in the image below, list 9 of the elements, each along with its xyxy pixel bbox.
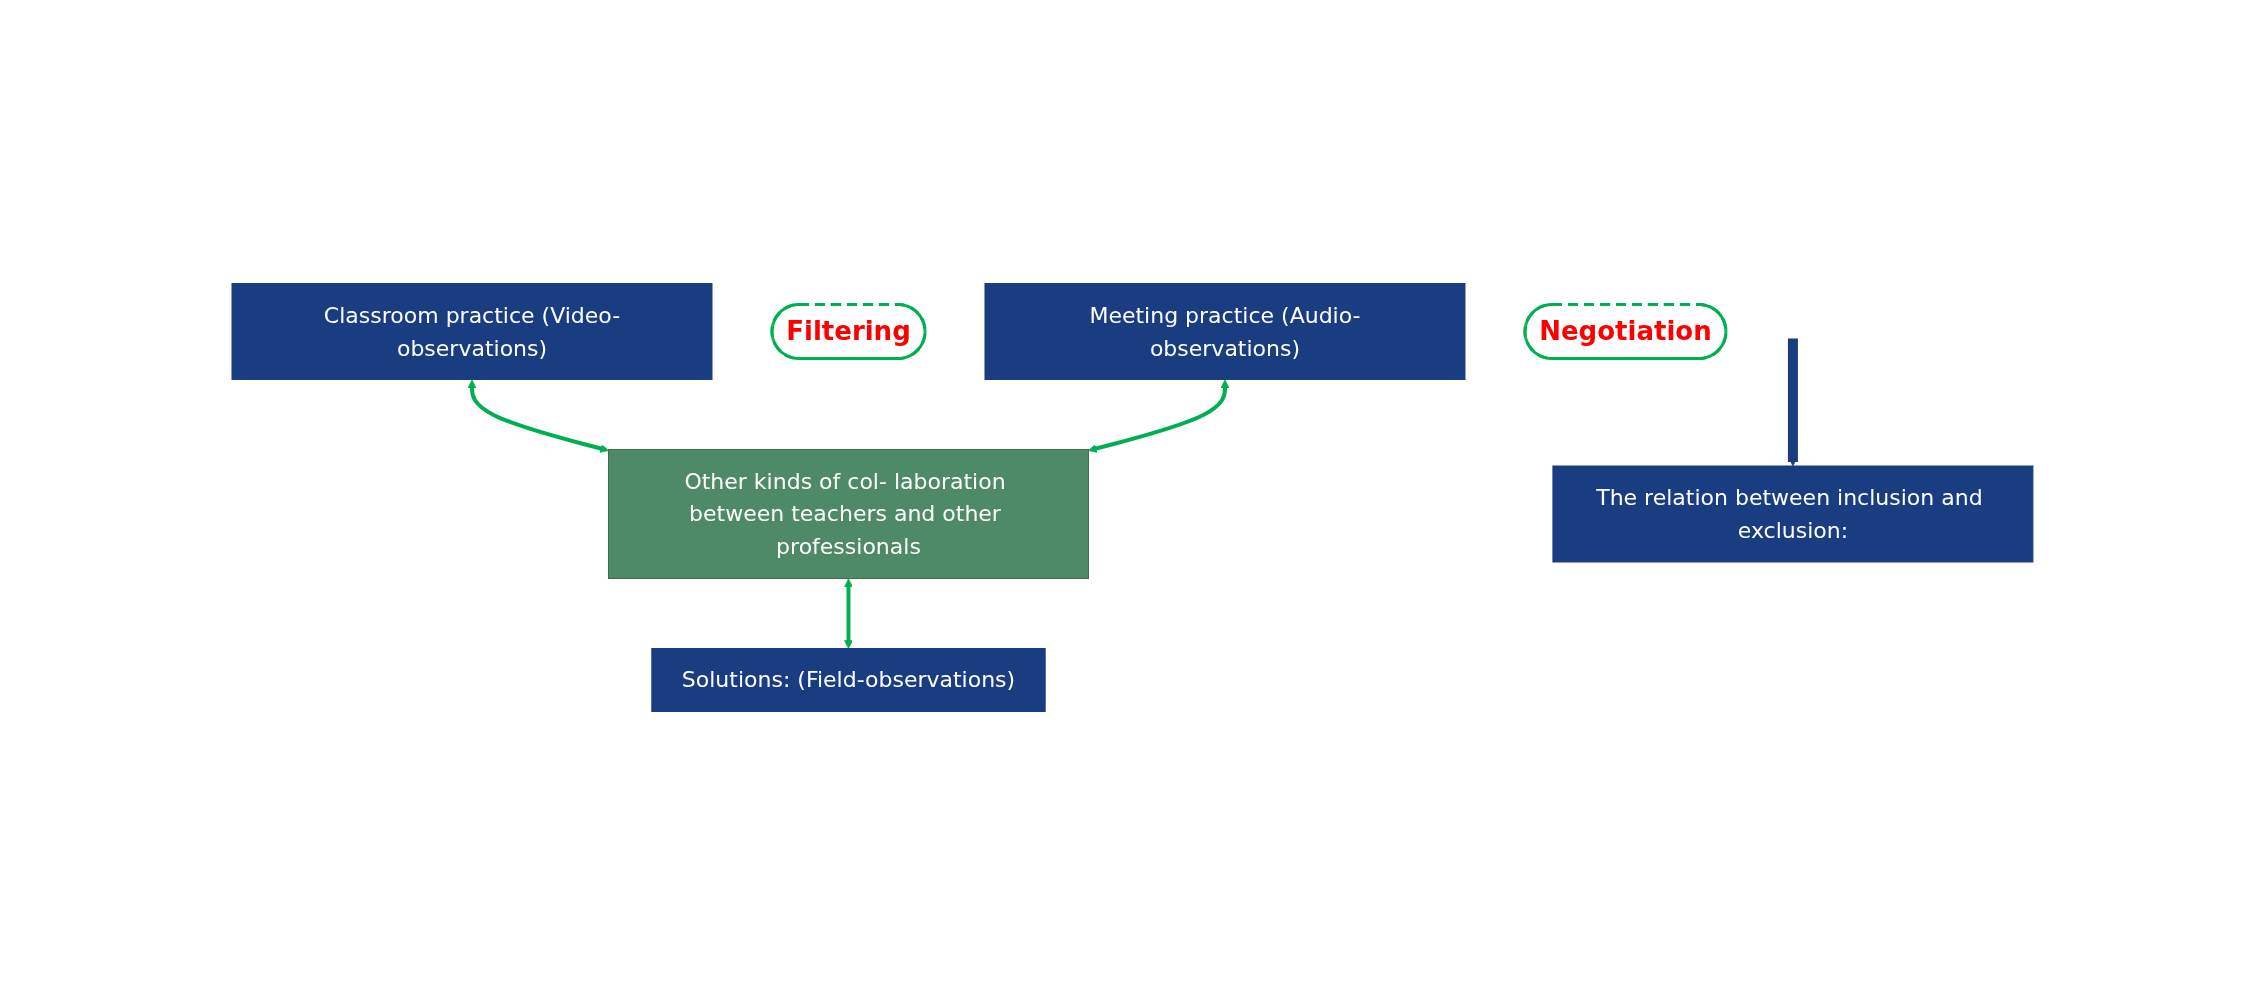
node-box: Other kinds of col- laboration between teachers and other professionals	[608, 449, 1089, 579]
node-box: Classroom practice (Video-observations)	[231, 283, 713, 380]
arrow	[844, 578, 853, 649]
node-box: Meeting practice (Audio-observations)	[984, 283, 1466, 380]
node-box: The relation between inclusion and exclusion:	[1552, 465, 2034, 563]
arrow	[1787, 338, 1798, 467]
node-box: Solutions: (Field-observations)	[651, 648, 1046, 712]
arrow	[1088, 379, 1230, 453]
arrow	[467, 379, 609, 453]
